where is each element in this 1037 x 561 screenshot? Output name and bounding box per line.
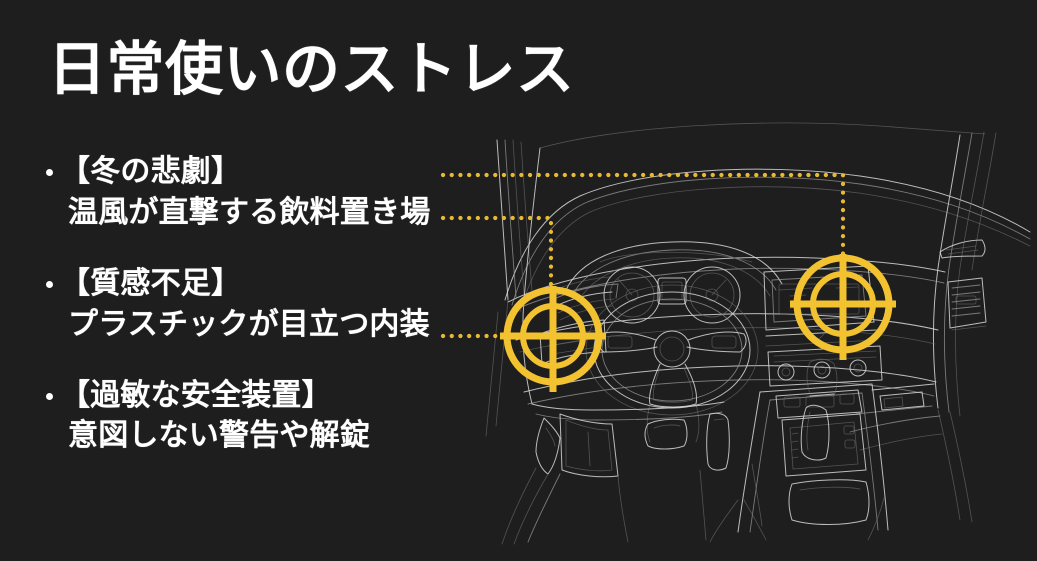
- bullet-list: 【冬の悲劇】 温風が直撃する飲料置き場 【質感不足】 プラスチックが目立つ内装 …: [46, 152, 466, 456]
- bullet-item-1: 【冬の悲劇】 温風が直撃する飲料置き場: [46, 152, 466, 233]
- bullet-subtitle-1: 温風が直撃する飲料置き場: [68, 195, 431, 229]
- bullet-title-1: 【冬の悲劇】: [60, 155, 242, 188]
- bullet-head-3: 【過敏な安全装置】: [46, 376, 466, 416]
- reticle-left[interactable]: [500, 286, 606, 392]
- bullet-dot-icon: [46, 169, 53, 176]
- page-title: 日常使いのストレス: [48, 37, 575, 102]
- leader-lines-group: [440, 172, 846, 339]
- bullet-head-1: 【冬の悲劇】: [46, 152, 466, 192]
- bullet-title-2: 【質感不足】: [60, 266, 242, 300]
- leader-line-top: [440, 172, 846, 265]
- car-line-art-group: [485, 122, 1031, 545]
- bullet-dot-icon: [46, 392, 53, 400]
- bullet-dot-icon: [46, 280, 53, 288]
- bullet-head-2: 【質感不足】: [46, 264, 466, 304]
- bullet-item-2: 【質感不足】 プラスチックが目立つ内装: [46, 264, 466, 345]
- bullet-subtitle-2: プラスチックが目立つ内装: [68, 307, 430, 341]
- bullet-subtitle-3: 意図しない警告や解錠: [68, 419, 370, 453]
- bullet-title-3: 【過敏な安全装置】: [60, 378, 332, 412]
- reticle-right[interactable]: [790, 254, 896, 360]
- bullet-item-3: 【過敏な安全装置】 意図しない警告や解錠: [46, 376, 466, 457]
